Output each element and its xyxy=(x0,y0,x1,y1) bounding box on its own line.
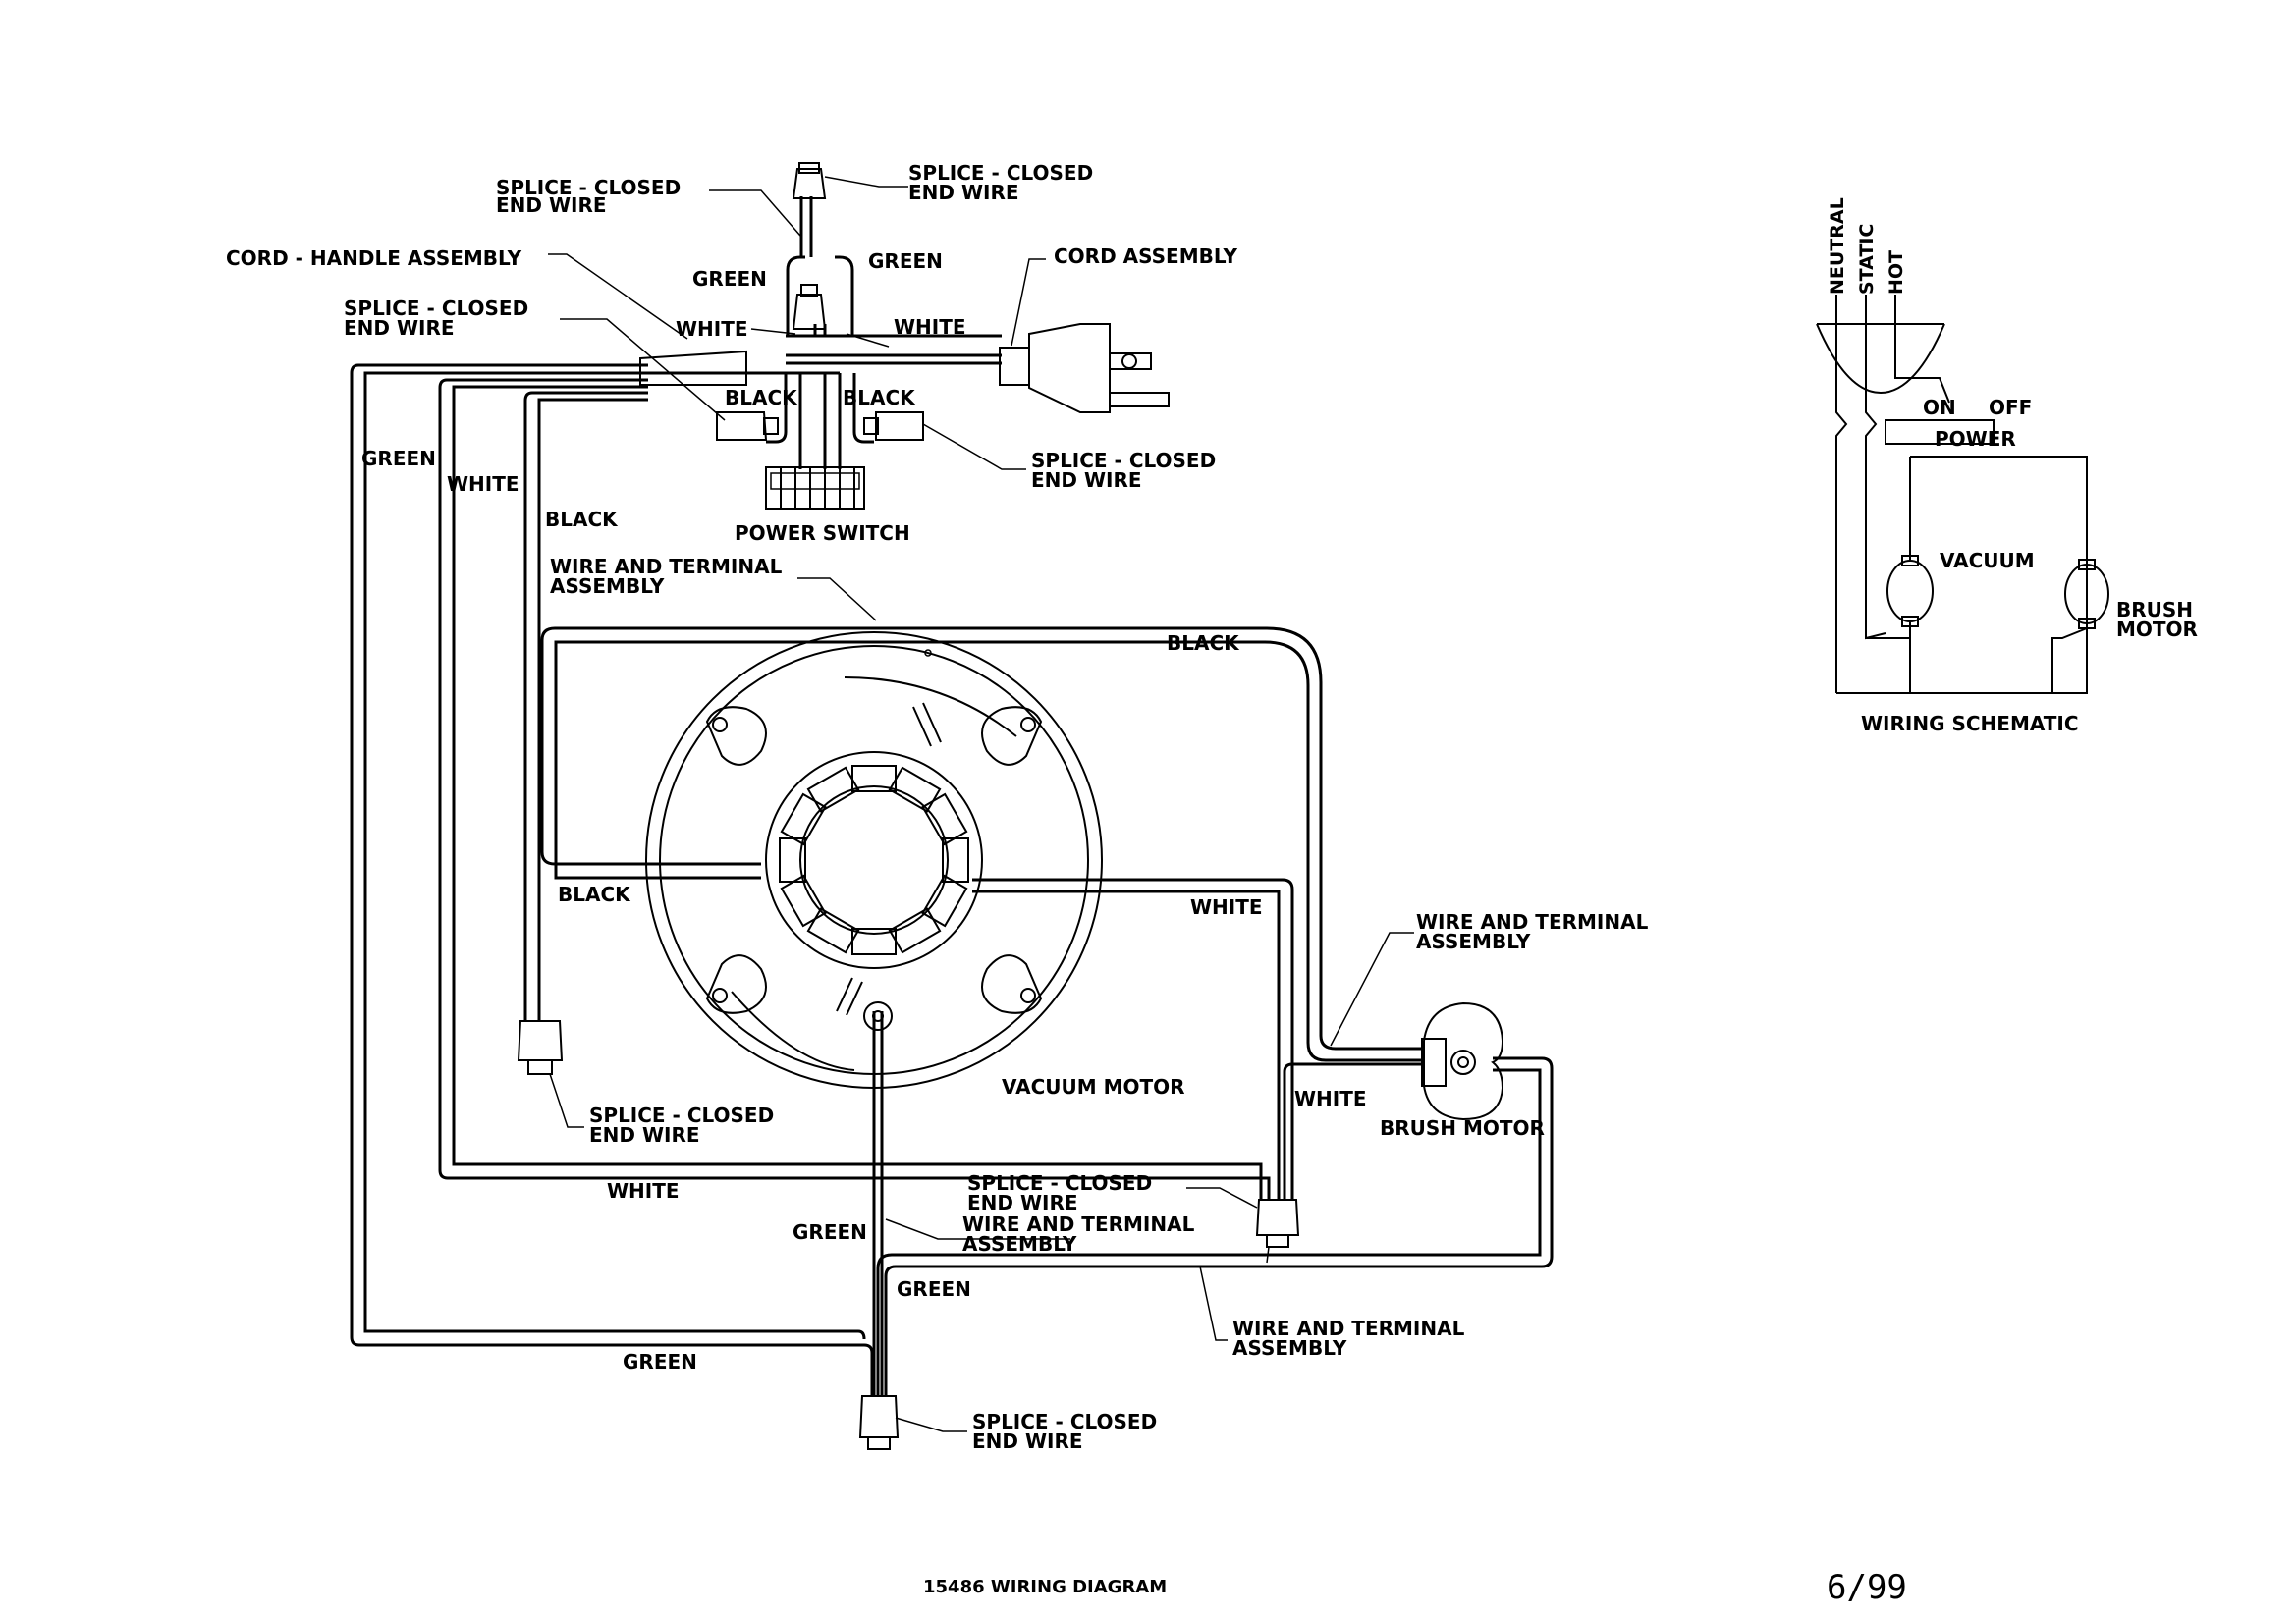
schematic-on: ON xyxy=(1923,396,1956,419)
wire-white-brush: WHITE xyxy=(1294,1087,1367,1110)
label-splice-top-end: END WIRE xyxy=(908,181,1019,204)
component-labels: SPLICE - CLOSED END WIRE SPLICE - CLOSED… xyxy=(226,161,1649,1453)
cord-assembly-plug xyxy=(999,323,1170,413)
schematic-hot: HOT xyxy=(1886,250,1907,295)
wire-black-top-right: BLACK xyxy=(843,386,916,409)
label-cord-assembly: CORD ASSEMBLY xyxy=(1054,244,1237,268)
label-splice-left: SPLICE - CLOSED xyxy=(344,297,528,320)
label-wta-top-assembly: ASSEMBLY xyxy=(550,574,665,598)
cord-handle-assembly xyxy=(639,350,747,386)
label-splice-right: SPLICE - CLOSED xyxy=(1031,449,1216,472)
footer-date: 6/99 xyxy=(1827,1568,1907,1607)
label-splice-right-end: END WIRE xyxy=(1031,468,1142,492)
brush-motor xyxy=(1421,1001,1504,1121)
wire-white-top-right: WHITE xyxy=(894,315,966,339)
wire-green-left: GREEN xyxy=(361,447,436,470)
wire-green-top-left: GREEN xyxy=(692,267,767,291)
schematic-title: WIRING SCHEMATIC xyxy=(1861,712,2079,735)
wiring-schematic xyxy=(1816,295,2109,694)
wire-harness xyxy=(350,196,1554,1396)
wire-black-top: BLACK xyxy=(1167,631,1240,655)
label-vacuum-motor: VACUUM MOTOR xyxy=(1002,1075,1185,1099)
wire-green-mid: GREEN xyxy=(793,1220,867,1244)
label-wta-right: WIRE AND TERMINAL xyxy=(1416,910,1649,934)
label-splice-top-left: SPLICE - CLOSED xyxy=(496,176,681,199)
schematic-brush: BRUSH xyxy=(2116,598,2193,621)
power-switch xyxy=(765,466,865,510)
label-splice-bottom-end: END WIRE xyxy=(972,1429,1083,1453)
label-cord-handle: CORD - HANDLE ASSEMBLY xyxy=(226,246,522,270)
wire-white-top-left: WHITE xyxy=(676,317,748,341)
label-brush-motor: BRUSH MOTOR xyxy=(1380,1116,1545,1140)
label-splice-top: SPLICE - CLOSED xyxy=(908,161,1093,185)
label-splice-bottom-left-end: END WIRE xyxy=(589,1123,700,1147)
schematic-labels: NEUTRAL STATIC HOT ON OFF POWER VACUUM B… xyxy=(1827,197,2198,735)
label-splice-top-left-end: END WIRE xyxy=(496,193,607,217)
wire-white-left: WHITE xyxy=(447,472,519,496)
wire-green-top-right: GREEN xyxy=(868,249,943,273)
label-wta-mid-assembly: ASSEMBLY xyxy=(962,1232,1077,1256)
wire-black-left: BLACK xyxy=(545,508,619,531)
wire-green-lower: GREEN xyxy=(897,1277,971,1301)
label-splice-bottom: SPLICE - CLOSED xyxy=(972,1410,1157,1433)
label-wta-bottom-assembly: ASSEMBLY xyxy=(1232,1336,1347,1360)
wire-color-labels: GREEN GREEN WHITE WHITE BLACK BLACK GREE… xyxy=(361,249,1367,1374)
schematic-power: POWER xyxy=(1935,427,2016,451)
label-splice-bottom-mid-end: END WIRE xyxy=(967,1191,1078,1214)
label-wta-top: WIRE AND TERMINAL xyxy=(550,555,783,578)
schematic-off: OFF xyxy=(1989,396,2032,419)
wire-green-bottom: GREEN xyxy=(623,1350,697,1374)
splice-connectors xyxy=(517,162,1300,1450)
label-splice-bottom-mid: SPLICE - CLOSED xyxy=(967,1171,1152,1195)
label-wta-bottom: WIRE AND TERMINAL xyxy=(1232,1317,1465,1340)
label-splice-bottom-left: SPLICE - CLOSED xyxy=(589,1104,774,1127)
footer-caption: 15486 WIRING DIAGRAM xyxy=(923,1577,1167,1597)
label-splice-left-end: END WIRE xyxy=(344,316,455,340)
wire-black-top-left: BLACK xyxy=(725,386,798,409)
label-power-switch: POWER SWITCH xyxy=(735,521,910,545)
wire-white-motor: WHITE xyxy=(1190,895,1263,919)
vacuum-motor xyxy=(645,631,1103,1089)
label-wta-right-assembly: ASSEMBLY xyxy=(1416,930,1531,953)
schematic-motor: MOTOR xyxy=(2116,618,2198,641)
leader-lines xyxy=(548,176,1414,1432)
schematic-vacuum: VACUUM xyxy=(1940,549,2035,572)
wire-white-bottom: WHITE xyxy=(607,1179,680,1203)
label-wta-mid: WIRE AND TERMINAL xyxy=(962,1213,1195,1236)
schematic-static: STATIC xyxy=(1856,224,1878,295)
footer: 15486 WIRING DIAGRAM 6/99 xyxy=(923,1568,1907,1607)
wire-black-motor: BLACK xyxy=(558,883,631,906)
schematic-neutral: NEUTRAL xyxy=(1827,197,1848,295)
